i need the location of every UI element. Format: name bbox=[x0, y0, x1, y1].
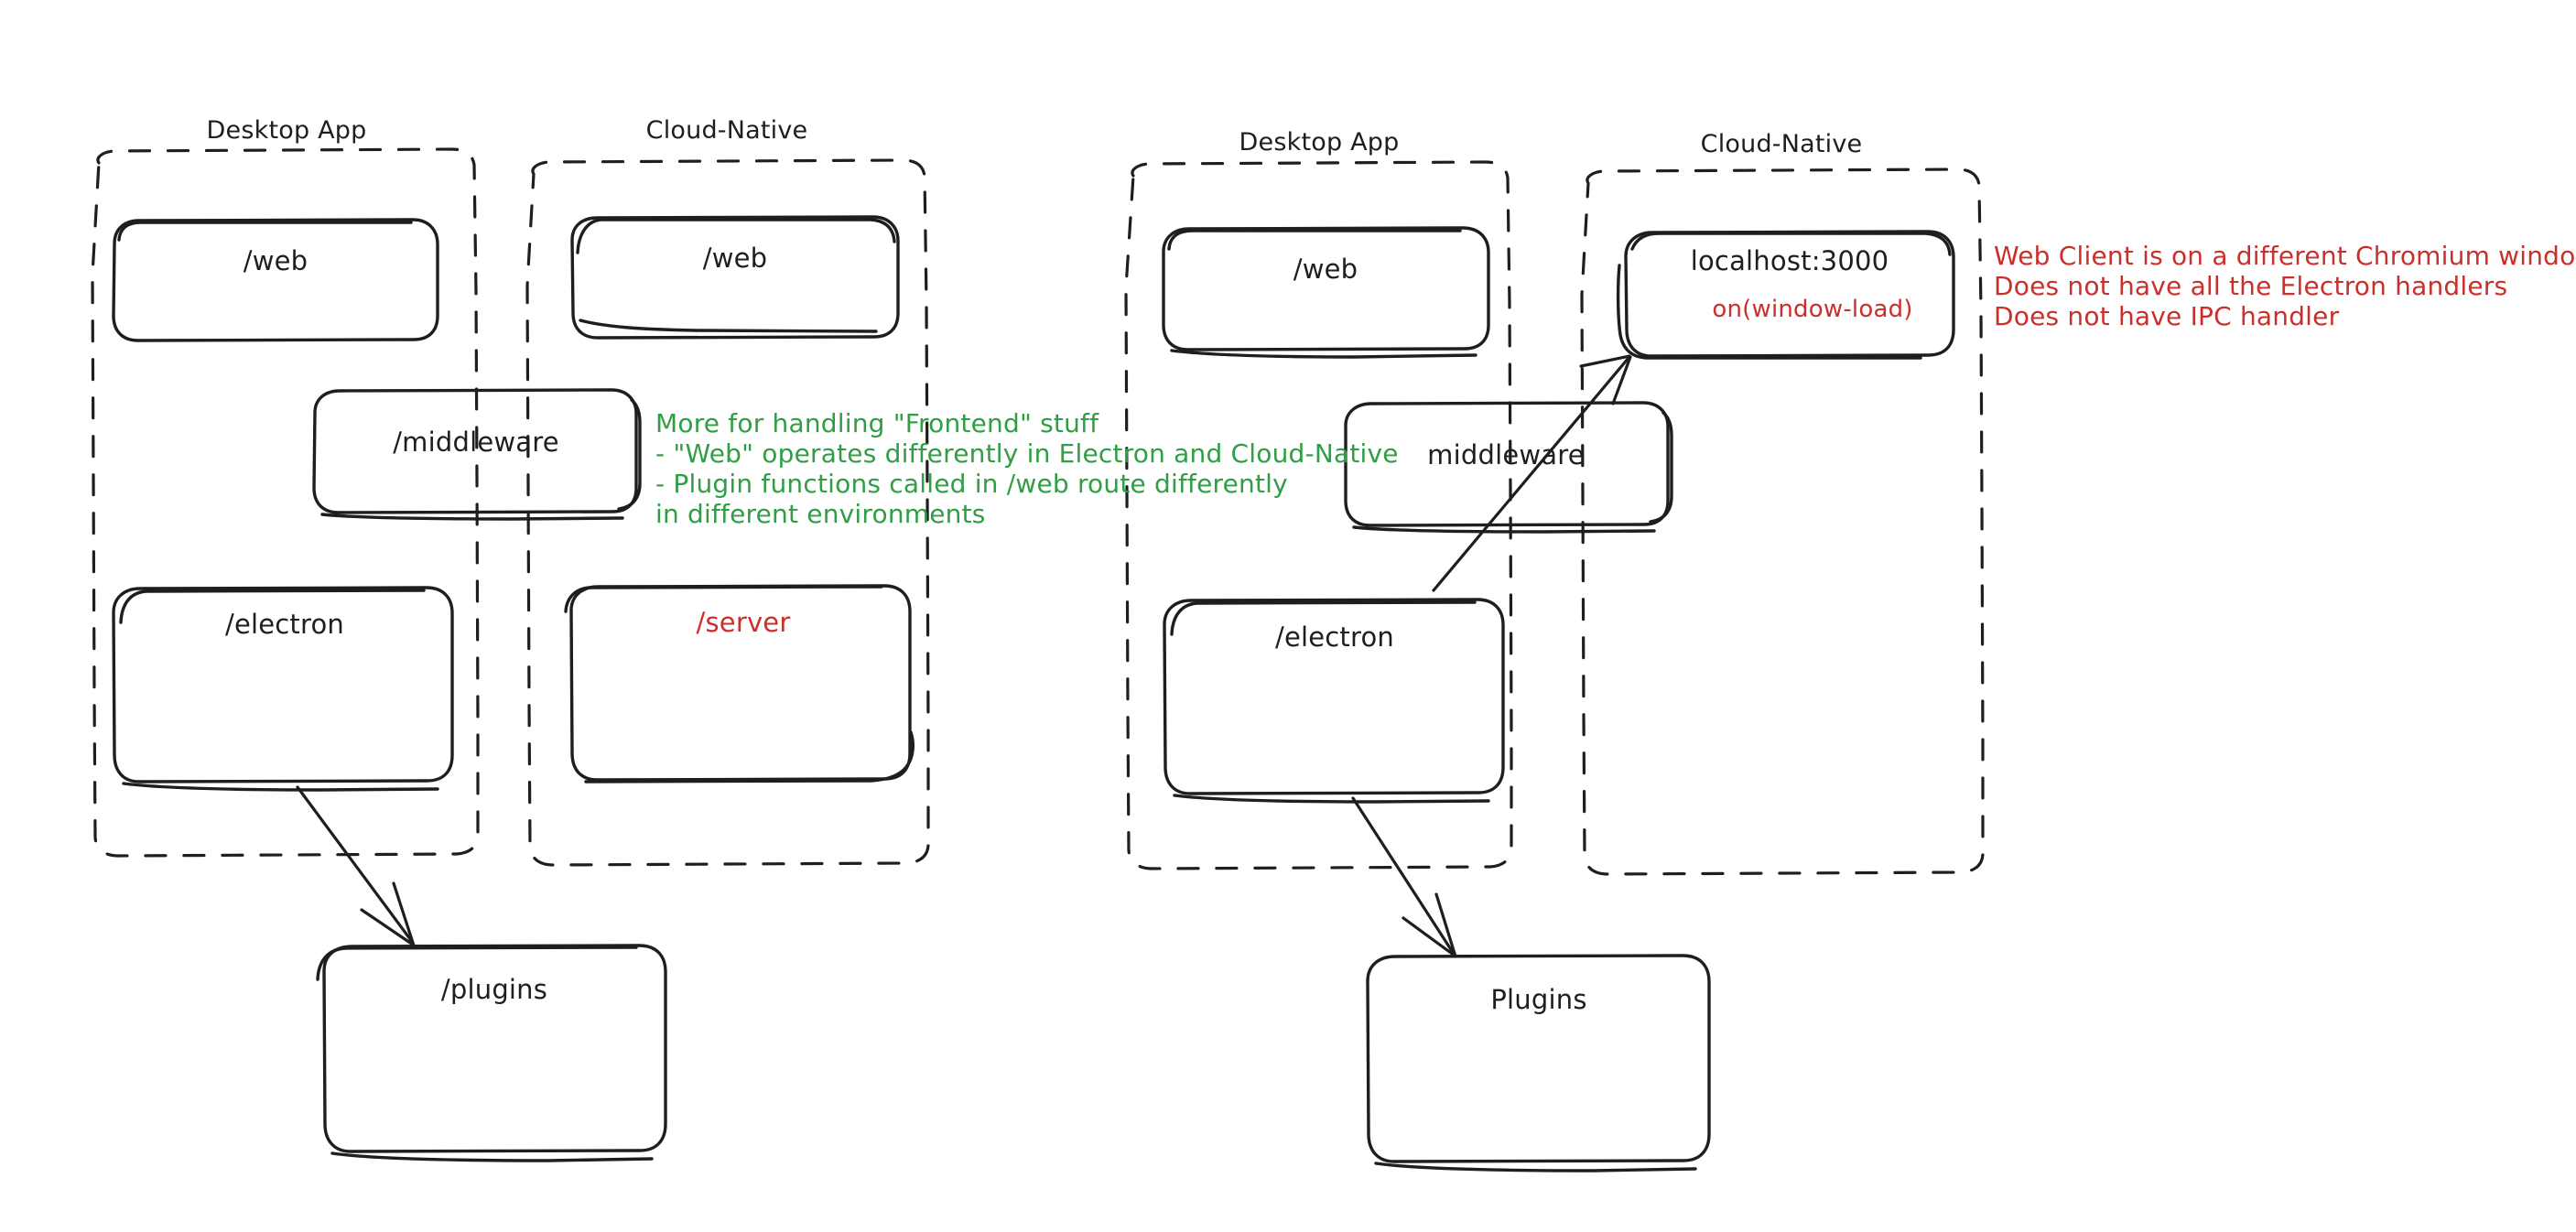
box-outline-left-server bbox=[564, 584, 915, 784]
box-sublabel-right-localhost-on-window-load: on(window-load) bbox=[1712, 296, 1913, 323]
box-outline-left-cloud-web bbox=[570, 215, 900, 340]
arrow-right-electron-to-localhost bbox=[1432, 354, 1632, 592]
group-outline-left-desktop-app bbox=[91, 147, 480, 858]
arrow-left-electron-to-plugins bbox=[296, 785, 416, 947]
group-label-left-cloud-native: Cloud-Native bbox=[645, 116, 808, 145]
group-label-right-desktop-app: Desktop App bbox=[1239, 128, 1400, 157]
group-label-left-desktop-app: Desktop App bbox=[206, 116, 367, 145]
arrow-right-electron-to-plugins bbox=[1351, 796, 1457, 958]
box-label-right-middleware: middleware bbox=[1427, 439, 1585, 470]
box-outline-right-desktop-web bbox=[1162, 226, 1490, 359]
box-label-right-plugins: Plugins bbox=[1490, 984, 1587, 1015]
group-outline-right-cloud-native bbox=[1580, 168, 1985, 876]
box-outline-left-middleware bbox=[312, 388, 642, 521]
box-label-left-electron: /electron bbox=[224, 609, 345, 640]
box-label-left-cloud-web: /web bbox=[702, 243, 768, 274]
box-outline-left-plugins bbox=[316, 944, 667, 1162]
annotation-red-note: Web Client is on a different Chromium wi… bbox=[1994, 241, 2576, 331]
group-outline-right-desktop-app bbox=[1124, 160, 1513, 870]
box-label-right-localhost: localhost:3000 bbox=[1690, 245, 1889, 276]
box-label-left-middleware: /middleware bbox=[393, 427, 559, 458]
group-label-right-cloud-native: Cloud-Native bbox=[1700, 130, 1863, 158]
box-outline-left-desktop-web bbox=[112, 218, 439, 342]
box-label-left-server: /server bbox=[696, 607, 791, 638]
box-label-right-desktop-web: /web bbox=[1293, 254, 1358, 285]
box-outline-right-localhost bbox=[1616, 230, 1955, 360]
group-outline-left-cloud-native bbox=[525, 158, 930, 867]
box-outline-left-electron bbox=[112, 586, 454, 792]
box-outline-right-plugins bbox=[1366, 954, 1711, 1173]
box-outline-right-middleware bbox=[1344, 401, 1673, 534]
box-label-left-plugins: /plugins bbox=[440, 974, 548, 1005]
box-label-right-electron: /electron bbox=[1274, 621, 1395, 653]
box-label-left-desktop-web: /web bbox=[243, 245, 308, 276]
annotation-green-note: More for handling "Frontend" stuff - "We… bbox=[655, 408, 1399, 529]
